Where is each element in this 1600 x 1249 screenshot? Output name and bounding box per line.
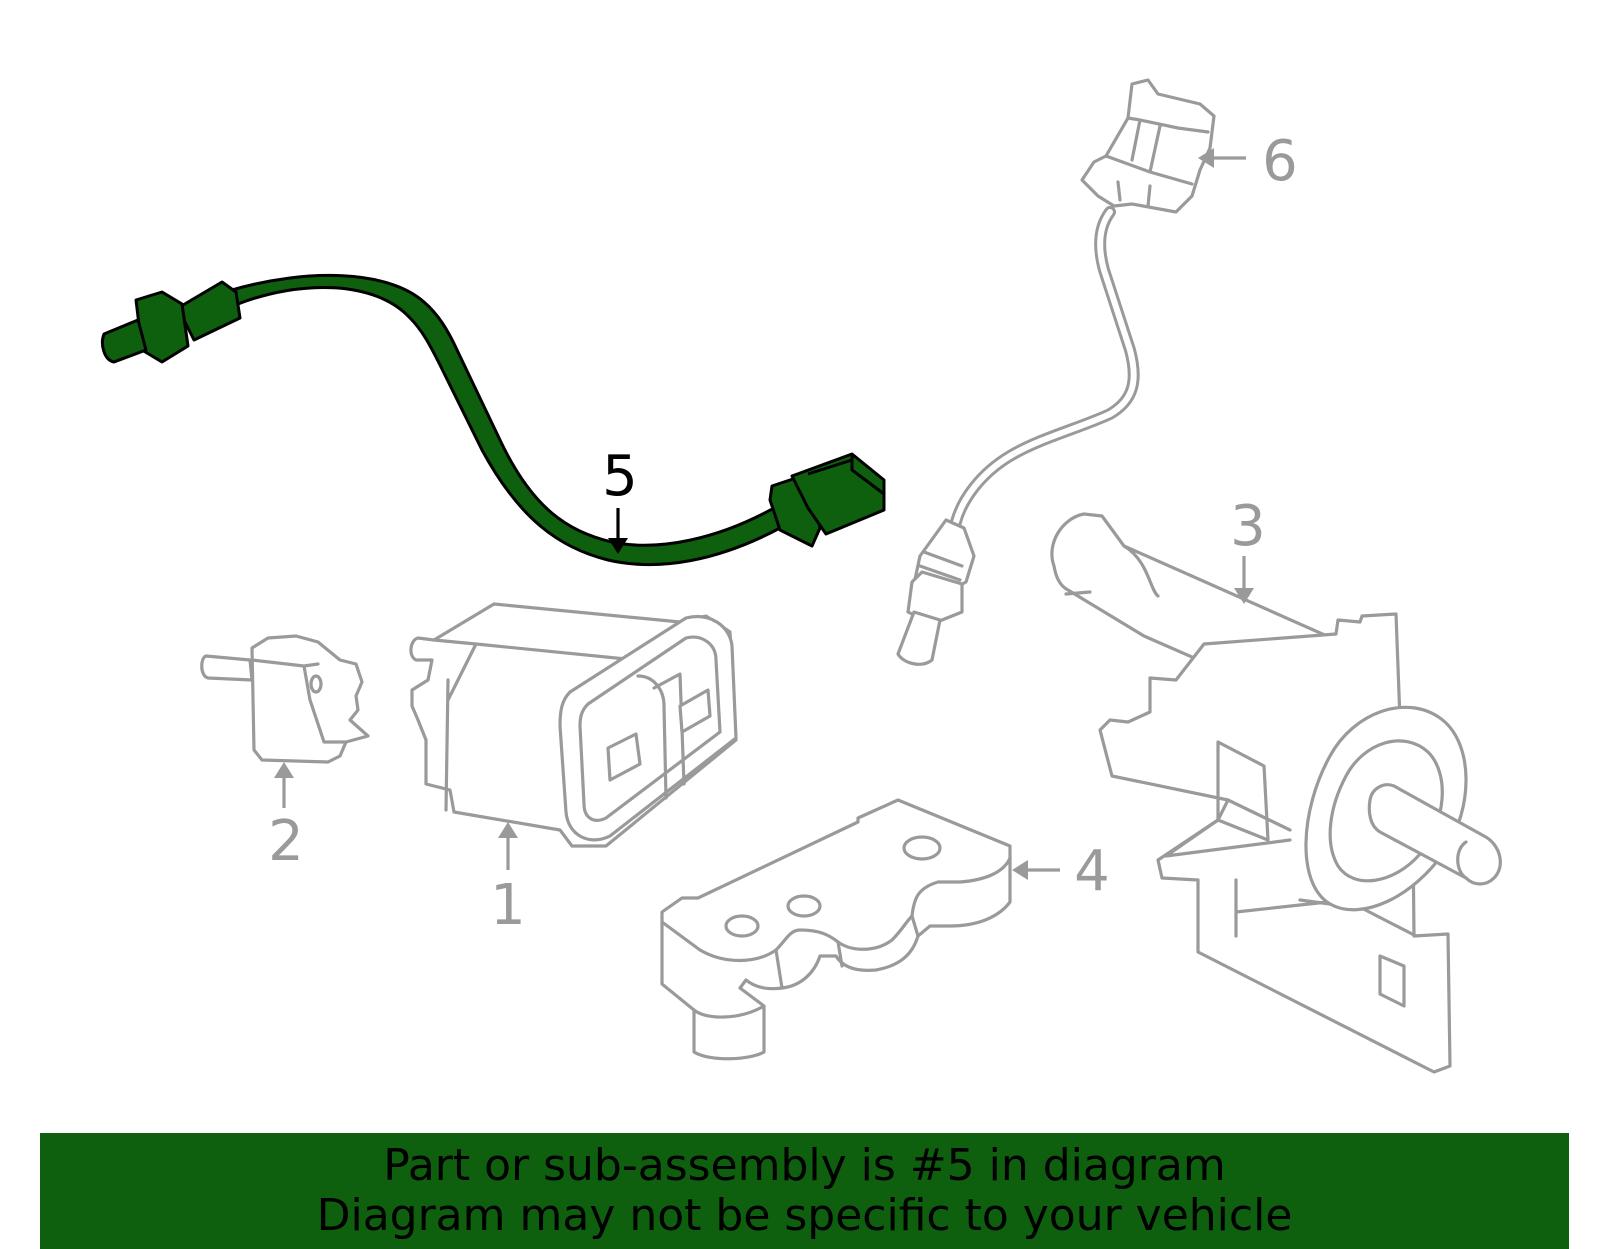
callout-2: 2 (268, 809, 304, 874)
info-banner: Part or sub-assembly is #5 in diagram Di… (40, 1133, 1569, 1249)
part-5-cable (230, 273, 792, 567)
part-6-oxygen-sensor (896, 78, 1216, 666)
part-4-bracket-body (660, 798, 1012, 1061)
callout-3: 3 (1230, 494, 1266, 559)
part-1-canister (409, 602, 738, 848)
part-5-sensor-body (176, 280, 242, 342)
callout-4: 4 (1074, 839, 1110, 904)
part-5-sensor-tip (100, 318, 148, 364)
part-2-nozzle (200, 654, 254, 682)
part-6-sensor-tip (896, 610, 942, 666)
callout-6: 6 (1262, 129, 1298, 194)
part-4-bracket (660, 798, 1012, 1061)
callout-1: 1 (490, 873, 526, 938)
part-3-port (1367, 783, 1502, 886)
part-5-oxygen-sensor (100, 273, 886, 567)
part-6-connector (1080, 78, 1216, 214)
part-3-valve (1050, 512, 1502, 1074)
banner-line-part-number: Part or sub-assembly is #5 in diagram (383, 1140, 1226, 1191)
banner-line-disclaimer: Diagram may not be specific to your vehi… (316, 1190, 1293, 1241)
part-2-sensor (200, 634, 370, 764)
callout-5: 5 (602, 444, 638, 509)
callout-arrows (274, 148, 1254, 880)
